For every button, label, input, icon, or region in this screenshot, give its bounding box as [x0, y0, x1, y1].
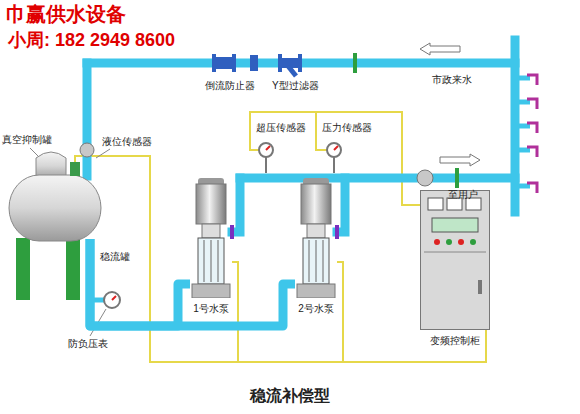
coupling — [307, 224, 325, 238]
control-cabinet: 变频控制柜 — [420, 190, 490, 330]
flow-label: 市政来水 — [432, 74, 472, 86]
tank-node: 稳流罐 — [8, 150, 102, 245]
tap-faucet — [519, 75, 537, 193]
part-label: Y型过滤器 — [272, 80, 319, 92]
button — [434, 239, 440, 245]
y-strainer — [278, 54, 302, 76]
button — [458, 239, 464, 245]
tap-faucet — [527, 123, 537, 133]
pump-body — [198, 238, 224, 284]
door-handle — [478, 280, 482, 294]
pump-rod — [316, 240, 317, 282]
door-line — [424, 252, 486, 253]
pump-rod — [218, 240, 219, 282]
node-label: 2号水泵 — [298, 302, 334, 316]
display — [432, 218, 478, 232]
valve — [80, 53, 459, 239]
part-label: 真空抑制罐 — [2, 134, 52, 146]
pump-shape — [190, 178, 232, 298]
pump-body — [303, 238, 329, 284]
part-label: 倒流防止器 — [205, 80, 255, 92]
tap-faucet — [527, 147, 537, 157]
pump-node: 2号水泵 — [295, 178, 337, 298]
pressure-gauge — [104, 143, 341, 308]
pump-node: 1号水泵 — [190, 178, 232, 298]
tank-leg — [16, 238, 80, 300]
coupling — [202, 224, 220, 238]
tank-shape — [8, 150, 102, 245]
part-label: 液位传感器 — [102, 136, 152, 148]
cabinet-shape — [420, 190, 490, 330]
motor — [301, 184, 331, 224]
tap-faucet — [527, 75, 537, 85]
flow-arrow — [420, 43, 480, 166]
tap-faucet — [527, 99, 537, 109]
button — [446, 239, 452, 245]
contact-phone: 小周: 182 2949 8600 — [8, 30, 175, 52]
tap-faucet — [527, 183, 537, 193]
node-label: 1号水泵 — [193, 302, 229, 316]
pump-rod — [323, 240, 324, 282]
pump-base — [297, 284, 335, 298]
meter — [428, 198, 443, 210]
pump-rod — [211, 240, 212, 282]
pump-rod — [204, 240, 205, 282]
level-sensor — [70, 162, 80, 176]
button — [470, 239, 476, 245]
node-label: 变频控制柜 — [430, 334, 480, 348]
pipe-connector — [90, 239, 190, 326]
part-label: 防负压表 — [68, 338, 108, 350]
cabinet-body — [421, 191, 490, 330]
pump-shape — [295, 178, 337, 298]
caption: 稳流补偿型 — [250, 386, 330, 407]
pump-rod — [309, 240, 310, 282]
pump-base — [192, 284, 230, 298]
tank-body — [9, 175, 101, 241]
node-label: 稳流罐 — [100, 250, 130, 264]
pipe-connector — [90, 239, 295, 326]
part-label: 超压传感器 — [256, 122, 306, 134]
company-name: 巾赢供水设备 — [6, 2, 126, 26]
backflow-preventer — [212, 54, 236, 72]
motor — [196, 184, 226, 224]
part-label: 压力传感器 — [322, 122, 372, 134]
flow-label: 至用户 — [448, 189, 478, 201]
